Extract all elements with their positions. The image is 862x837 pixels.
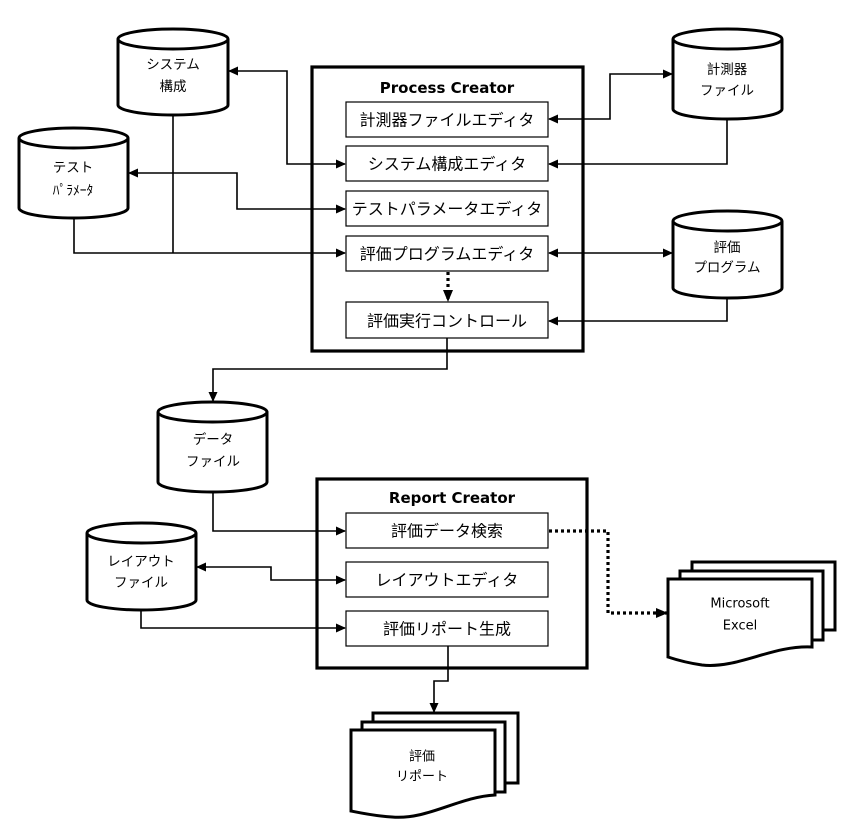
database-cylinder-icon [156, 400, 269, 494]
datastore-label-line1: テスト [53, 160, 94, 176]
module-box [345, 235, 549, 272]
module-label: テストパラメータエディタ [352, 200, 542, 219]
module-instrument-file-editor: 計測器ファイルエディタ [345, 101, 549, 138]
connector-layout-editor [196, 562, 346, 585]
database-cylinder-icon [671, 209, 784, 300]
module-box [345, 145, 549, 182]
module-box [345, 101, 549, 138]
connector-eval-program-to-execution-control [548, 298, 728, 326]
multi-document-icon [349, 711, 520, 819]
document-label-line2: リポート [396, 770, 448, 785]
datastore-label-line2: ファイル [186, 454, 240, 470]
database-cylinder-icon [116, 27, 230, 117]
datastore-label-line1: 評価 [714, 240, 741, 256]
datastore-label-line2: ファイル [700, 83, 754, 99]
datastore-label-line2: ﾊﾟﾗﾒｰﾀ [53, 183, 94, 199]
connector-data-file-to-data-search [212, 492, 346, 536]
process-creator-panel: Process Creator 計測器ファイルエディタ システム構成エディタ テ… [310, 65, 585, 353]
connector-data-search-to-excel [549, 529, 668, 618]
module-box [345, 610, 549, 647]
datastore-system-config: システム 構成 [116, 27, 230, 117]
connectors [73, 66, 728, 713]
connector-instrument-file-editor [548, 69, 673, 124]
database-cylinder-icon [17, 126, 130, 220]
document-label-line1: 評価 [409, 750, 435, 765]
report-creator-frame [315, 477, 589, 670]
module-execution-control: 評価実行コントロール [345, 301, 549, 339]
document-excel: Microsoft Excel [666, 560, 837, 667]
multi-document-icon [666, 560, 837, 667]
process-creator-title: Process Creator [380, 79, 515, 97]
page-front [349, 728, 497, 819]
module-layout-editor: レイアウトエディタ [345, 561, 549, 598]
module-box [345, 301, 549, 339]
document-label-line1: Microsoft [710, 597, 769, 612]
module-box [345, 512, 549, 549]
datastore-label-line2: ファイル [114, 575, 168, 591]
connector-layout-file-to-report-generation [140, 610, 346, 633]
datastore-label-line2: プログラム [693, 260, 760, 276]
module-label: レイアウトエディタ [376, 571, 519, 590]
datastore-layout-file: レイアウト ファイル [85, 521, 198, 612]
connector-instrument-file-to-system-config-editor [548, 119, 728, 169]
connector-execution-control-to-data-file [208, 338, 448, 402]
datastore-label-line1: 計測器 [707, 62, 748, 78]
database-cylinder-icon [85, 521, 198, 612]
datastore-label-line2: 構成 [160, 79, 187, 95]
report-creator-panel: Report Creator 評価データ検索 レイアウトエディタ 評価リポート生… [315, 477, 589, 670]
module-system-config-editor: システム構成エディタ [345, 145, 549, 182]
connector-report-generation-to-report [429, 646, 449, 713]
datastore-label-line1: データ [193, 431, 234, 448]
module-label: 評価データ検索 [391, 522, 503, 541]
module-data-search: 評価データ検索 [345, 512, 549, 549]
process-creator-frame [310, 65, 585, 353]
datastore-instrument-file: 計測器 ファイル [671, 27, 784, 121]
module-eval-program-editor: 評価プログラムエディタ [345, 235, 549, 272]
module-label: システム構成エディタ [368, 155, 526, 174]
report-creator-title: Report Creator [389, 489, 516, 507]
module-box [345, 190, 549, 227]
document-evaluation-report: 評価 リポート [349, 711, 520, 819]
module-test-param-editor: テストパラメータエディタ [345, 190, 549, 227]
datastore-data-file: データ ファイル [156, 400, 269, 494]
document-label-line2: Excel [723, 619, 757, 634]
module-label: 評価実行コントロール [367, 312, 527, 331]
connector-test-param-editor [128, 168, 346, 214]
database-cylinder-icon [671, 27, 784, 121]
datastore-eval-program: 評価 プログラム [671, 209, 784, 300]
datastore-label-line1: レイアウト [107, 554, 175, 570]
module-label: 計測器ファイルエディタ [360, 111, 535, 130]
datastore-label-line1: システム [146, 57, 200, 73]
connector-test-params-to-eval-program-editor [73, 218, 346, 258]
module-box [345, 561, 549, 598]
page-front [666, 577, 814, 667]
module-label: 評価リポート生成 [383, 620, 511, 639]
connector-system-config-editor [228, 66, 346, 169]
module-label: 評価プログラムエディタ [360, 245, 534, 264]
datastore-test-params: テスト ﾊﾟﾗﾒｰﾀ [17, 126, 130, 220]
module-report-generation: 評価リポート生成 [345, 610, 549, 647]
